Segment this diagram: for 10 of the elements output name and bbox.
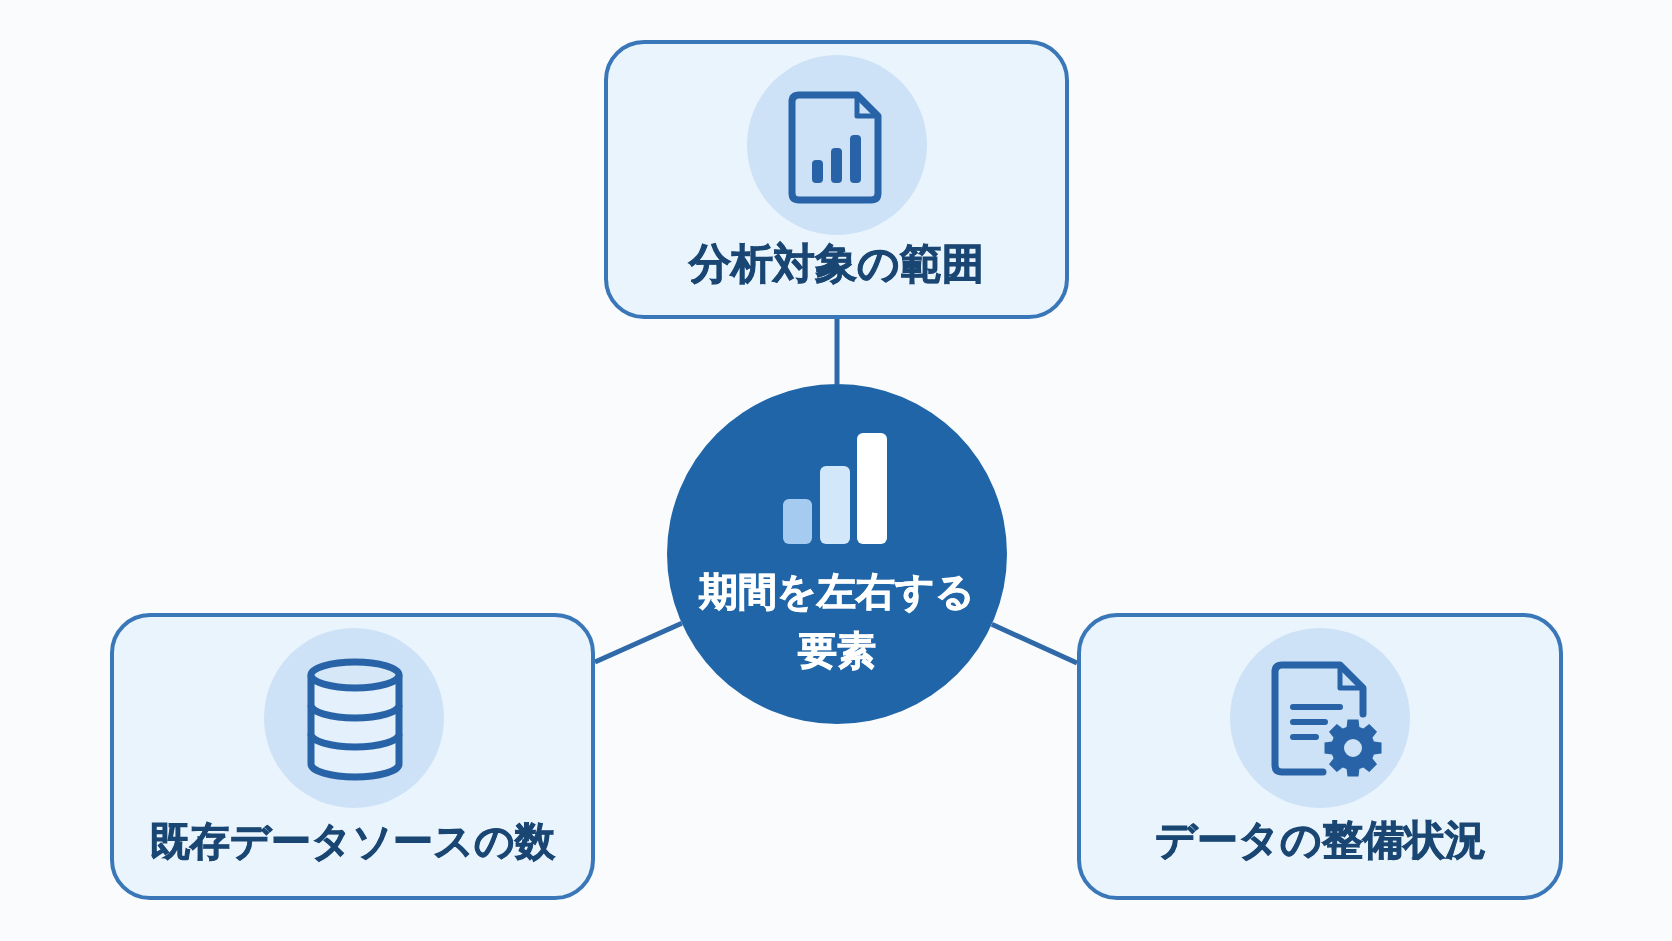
topic-box [1077,613,1563,900]
hub-label: 期間を左右する要素 [698,567,976,674]
connector-line [990,622,1079,666]
topic-label: 分析対象の範囲 [689,237,984,290]
topic-box [110,613,595,900]
topic-label: データの整備状況 [1154,815,1486,867]
connector-line [834,319,840,384]
topic-box [604,40,1069,319]
connector-line [594,621,683,665]
topic-label: 既存データソースの数 [150,817,555,866]
